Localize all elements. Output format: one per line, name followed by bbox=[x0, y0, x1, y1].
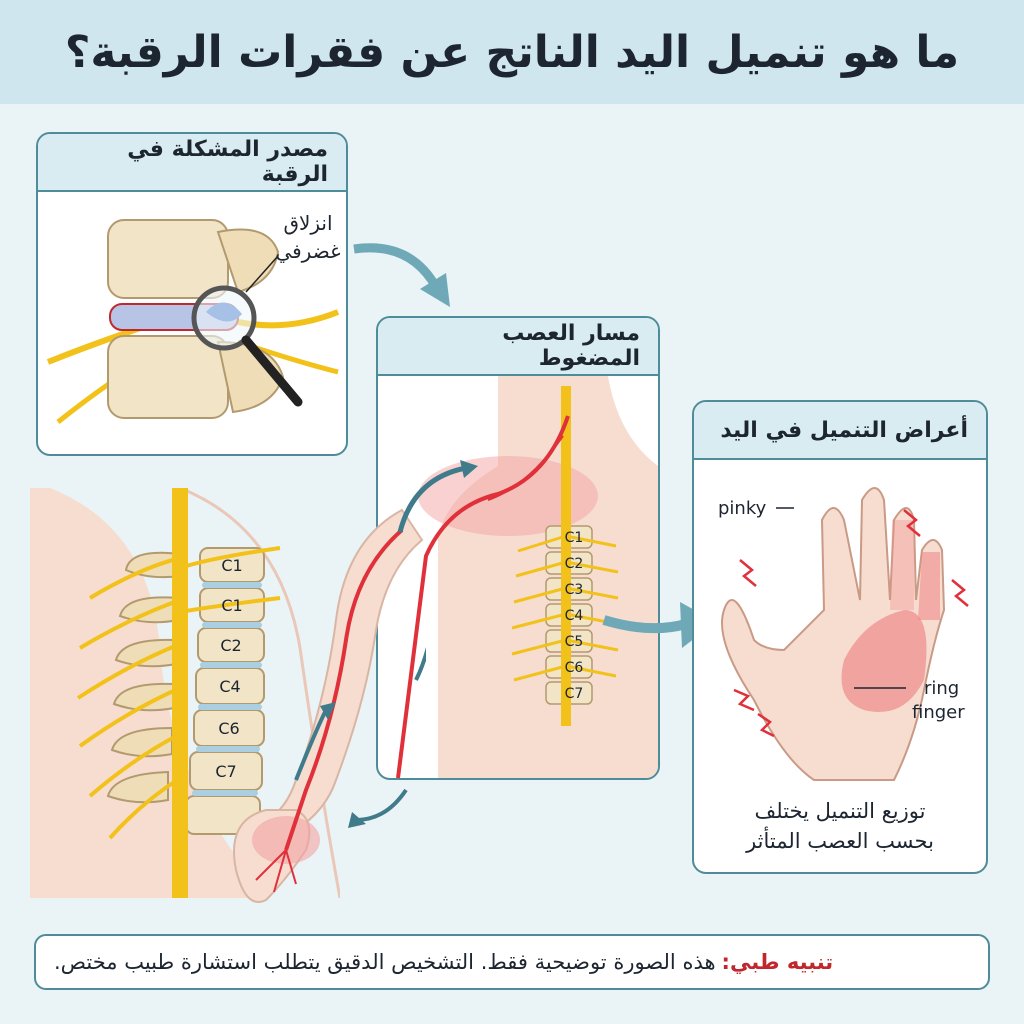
warning-text: هذه الصورة توضيحية فقط. التشخيص الدقيق ي… bbox=[54, 950, 716, 974]
herniation-label-line2: غضرفي bbox=[275, 239, 340, 264]
source-panel-heading: مصدر المشكلة في الرقبة bbox=[127, 137, 328, 187]
neck-vertebra-label: C6 bbox=[218, 719, 239, 738]
magnifier-icon bbox=[191, 285, 303, 407]
arm-illustration bbox=[233, 508, 426, 903]
neck-vertebra-label: C1 bbox=[221, 596, 242, 615]
nerve-vertebra-label: C2 bbox=[565, 556, 584, 572]
nerve-path-panel-heading: مسار العصب المضغوط bbox=[502, 321, 640, 371]
hand-panel-header: أعراض التنميل في اليد bbox=[694, 402, 986, 460]
nerve-vertebra-label: C1 bbox=[565, 530, 584, 546]
hand-panel-heading: أعراض التنميل في اليد bbox=[720, 417, 968, 443]
nerve-vertebra-label: C5 bbox=[565, 634, 584, 650]
ring-finger-label-line1: ring bbox=[924, 678, 959, 699]
nerve-vertebra-label: C6 bbox=[565, 660, 584, 676]
disc-illustration: انزلاق غضرفي bbox=[46, 211, 341, 424]
pinky-label: pinky bbox=[718, 498, 767, 519]
hand-symptoms-panel: أعراض التنميل في اليد pinky ring finger bbox=[692, 400, 988, 874]
arrow-source-to-path bbox=[353, 243, 450, 307]
nerve-vertebra-label: C4 bbox=[565, 608, 584, 624]
source-panel: مصدر المشكلة في الرقبة انزلاق غضرفي bbox=[36, 132, 348, 456]
nerve-vertebra-label: C3 bbox=[565, 582, 584, 598]
title-bar: ما هو تنميل اليد الناتج عن فقرات الرقبة؟ bbox=[0, 0, 1024, 104]
neck-spine-illustration: C1 C1 C2 C4 C6 C7 bbox=[30, 488, 340, 898]
lower-vertebra bbox=[107, 335, 229, 419]
hand-caption-line2: بحسب العصب المتأثر bbox=[746, 829, 934, 853]
nerve-path-panel-header: مسار العصب المضغوط bbox=[378, 318, 658, 376]
nerve-path-illustration: C1 C2 C3 C4 C5 C6 C7 bbox=[396, 376, 658, 778]
shoulder-arrow-icon bbox=[397, 460, 478, 533]
upper-vertebra bbox=[107, 219, 229, 299]
neck-vertebra-label: C4 bbox=[219, 677, 240, 696]
neck-vertebra-label: C7 bbox=[215, 762, 236, 781]
hand-illustration: pinky ring finger bbox=[718, 487, 969, 781]
warning-prefix: تنبيه طبي: bbox=[721, 950, 834, 974]
page-title: ما هو تنميل اليد الناتج عن فقرات الرقبة؟ bbox=[64, 26, 960, 78]
hand-caption-line1: توزيع التنميل يختلف bbox=[754, 799, 926, 823]
nerve-path-panel: مسار العصب المضغوط C1 C2 C3 bbox=[376, 316, 660, 780]
herniation-label-line1: انزلاق bbox=[283, 211, 332, 235]
nerve-vertebra-label: C7 bbox=[565, 686, 584, 702]
hand-caption: توزيع التنميل يختلف بحسب العصب المتأثر bbox=[706, 796, 974, 856]
neck-vertebra-label: C1 bbox=[221, 556, 242, 575]
ring-finger-label-line2: finger bbox=[912, 702, 965, 723]
neck-vertebra-label: C2 bbox=[220, 636, 241, 655]
medical-warning: تنبيه طبي: هذه الصورة توضيحية فقط. التشخ… bbox=[34, 934, 990, 990]
source-panel-header: مصدر المشكلة في الرقبة bbox=[38, 134, 346, 192]
